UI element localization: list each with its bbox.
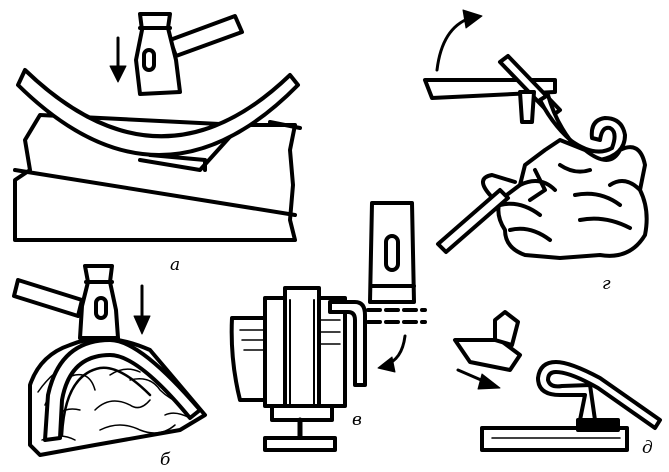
down-arrow-icon (133, 284, 151, 335)
hammer-icon (368, 201, 416, 304)
curved-arrow-icon (435, 9, 483, 72)
panel-a-bending-on-anvil (13, 12, 302, 242)
hammer-icon (134, 12, 244, 96)
panel-g-bending-with-lever (423, 9, 649, 260)
panel-b-label: б (160, 450, 171, 470)
hands-gripping (481, 138, 649, 260)
curved-workpiece-bar (16, 68, 300, 157)
panel-g-label: г (602, 274, 611, 294)
anvil-block (13, 113, 302, 242)
down-arrow-icon (109, 36, 127, 83)
hammer-icon (453, 310, 522, 372)
panel-d-curling (453, 310, 662, 452)
strip-dashed-position (366, 308, 427, 324)
panel-a-label: а (170, 255, 181, 275)
base-plate (480, 418, 629, 452)
panel-v-bending-in-vise (229, 201, 427, 452)
curled-strip (536, 360, 662, 430)
bent-strip (43, 338, 202, 442)
panel-b-bending-on-mandrel (12, 264, 207, 457)
lever-tool (423, 54, 562, 124)
hammer-icon (12, 264, 120, 340)
right-arrow-icon (456, 368, 501, 390)
bent-strip (328, 300, 367, 387)
rod-handle (436, 188, 510, 254)
curved-arrow-icon (377, 334, 407, 373)
panel-v-label: в (352, 410, 362, 430)
panel-d-label: д (642, 438, 653, 458)
vise (263, 286, 347, 452)
